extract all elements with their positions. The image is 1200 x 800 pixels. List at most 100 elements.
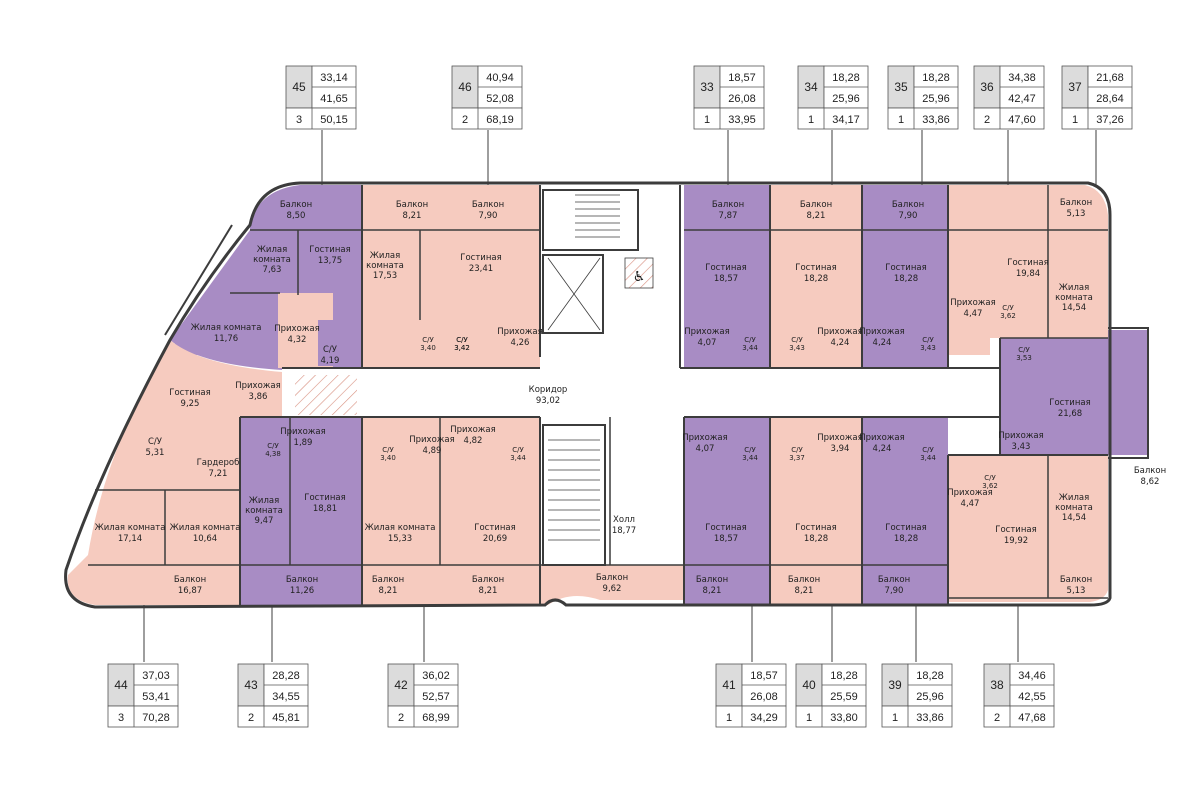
room-name: Прихожая bbox=[235, 381, 281, 391]
room-area: 3,86 bbox=[249, 392, 268, 402]
bath-name: С/У bbox=[791, 446, 803, 454]
apt-number-cell bbox=[973, 65, 1001, 109]
room-area: 4,26 bbox=[511, 338, 530, 348]
apt-44-fill bbox=[88, 340, 282, 565]
stair-bottom bbox=[542, 424, 606, 566]
apt-value-2: 26,08 bbox=[728, 93, 756, 105]
room-labels: Балкон8,50Балкон8,21Балкон7,90Балкон7,87… bbox=[95, 198, 1167, 596]
room-area: 7,90 bbox=[479, 211, 498, 221]
apt-value-3: 37,26 bbox=[1096, 114, 1124, 126]
bath-name: С/У bbox=[456, 336, 468, 344]
apt-45-bath bbox=[318, 320, 360, 366]
bath-name: С/У bbox=[744, 446, 756, 454]
apt-number-cell bbox=[451, 65, 479, 109]
apt-number: 37 bbox=[1068, 80, 1082, 94]
room-name: С/У bbox=[323, 345, 338, 355]
bath-label: С/У3,44 bbox=[920, 446, 936, 462]
hall-balcony bbox=[540, 565, 684, 605]
room-name: Гостиная bbox=[1049, 398, 1090, 408]
apt-number: 35 bbox=[894, 80, 908, 94]
bath-label: С/У3,43 bbox=[920, 336, 936, 352]
room-name: Прихожая bbox=[859, 327, 905, 337]
room-name: Жилая bbox=[1059, 283, 1089, 293]
apt-rooms: 1 bbox=[898, 114, 904, 126]
apt-value-1: 34,46 bbox=[1018, 670, 1046, 682]
bath-label: С/У3,44 bbox=[742, 336, 758, 352]
apt-rooms-cell bbox=[973, 107, 1045, 130]
room-area: 11,26 bbox=[290, 586, 314, 596]
apt-value-3: 50,15 bbox=[320, 114, 348, 126]
apt-value-2: 42,47 bbox=[1008, 93, 1036, 105]
room-name: Гостиная bbox=[705, 263, 746, 273]
apt-number: 39 bbox=[888, 678, 902, 692]
apt-value-1: 18,57 bbox=[728, 72, 756, 84]
apt-number: 45 bbox=[292, 80, 306, 94]
apt-value-3: 33,95 bbox=[728, 114, 756, 126]
room-name: Прихожая bbox=[280, 427, 326, 437]
apt-number: 42 bbox=[394, 678, 408, 692]
apt-value-1: 37,03 bbox=[142, 670, 170, 682]
room-name: Прихожая bbox=[950, 298, 996, 308]
apt-rooms-cell bbox=[983, 705, 1055, 728]
room-name: Балкон bbox=[800, 200, 832, 210]
apt-46-fill bbox=[362, 185, 540, 367]
apt-33-fill bbox=[684, 185, 770, 367]
bath-name: С/У bbox=[512, 446, 524, 454]
apt-value-3: 68,99 bbox=[422, 712, 450, 724]
room-area: 5,13 bbox=[1067, 209, 1086, 219]
room-area: 18,28 bbox=[804, 534, 828, 544]
apt-rooms: 2 bbox=[248, 712, 254, 724]
apt-number: 46 bbox=[458, 80, 472, 94]
accessibility-area bbox=[624, 257, 654, 289]
apt-rooms: 2 bbox=[994, 712, 1000, 724]
room-area: 4,24 bbox=[831, 338, 850, 348]
apt-rooms: 1 bbox=[892, 712, 898, 724]
room-area: 9,47 bbox=[255, 516, 274, 526]
room-area: 11,76 bbox=[214, 334, 238, 344]
bath-name: С/У bbox=[922, 336, 934, 344]
room-name: Прихожая bbox=[497, 327, 543, 337]
room-name: Жилая комната bbox=[191, 323, 262, 333]
room-name: Балкон bbox=[372, 575, 404, 585]
room-name: Прихожая bbox=[998, 431, 1044, 441]
room-area: 17,14 bbox=[118, 534, 142, 544]
apt-rooms: 3 bbox=[296, 114, 302, 126]
room-name: Жилая bbox=[257, 245, 287, 255]
room-area: 18,81 bbox=[313, 504, 337, 514]
apt-value-1: 18,28 bbox=[916, 670, 944, 682]
room-area: 16,87 bbox=[178, 586, 202, 596]
room-name: Прихожая bbox=[682, 433, 728, 443]
bath-label: С/У3,37 bbox=[789, 446, 805, 462]
apt-rooms-cell bbox=[1061, 107, 1133, 130]
apt-value-2: 53,41 bbox=[142, 691, 170, 703]
bath-label: С/У3,42 bbox=[454, 336, 470, 352]
room-name: Балкон bbox=[1060, 198, 1092, 208]
right-bay bbox=[1108, 327, 1149, 459]
apt-rooms-cell bbox=[881, 705, 953, 728]
room-name: Гардероб bbox=[197, 458, 240, 468]
bath-label: С/У3,40 bbox=[420, 336, 436, 352]
room-name: Жилая комната bbox=[365, 523, 436, 533]
elevator-block bbox=[542, 254, 604, 334]
apt-rooms: 2 bbox=[462, 114, 468, 126]
apt-value-1: 18,28 bbox=[830, 670, 858, 682]
room-area: 9,25 bbox=[181, 399, 200, 409]
room-area: 4,24 bbox=[873, 338, 892, 348]
room-name: Балкон bbox=[174, 575, 206, 585]
bath-label: С/У3,44 bbox=[510, 446, 526, 462]
